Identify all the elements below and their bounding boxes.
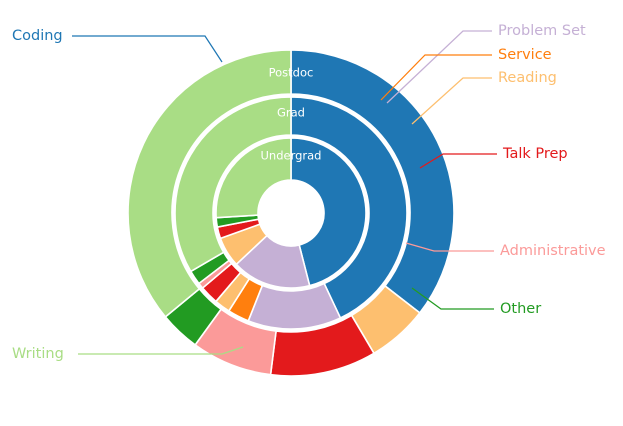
wedge-grad-coding[interactable] <box>290 96 408 319</box>
wedge-group <box>127 49 455 377</box>
leader-line-coding <box>72 35 223 63</box>
category-label-talk-prep[interactable]: Talk Prep <box>502 146 568 162</box>
wedge-postdoc-writing[interactable] <box>127 49 292 318</box>
category-label-other[interactable]: Other <box>500 301 541 317</box>
wedge-undergrad-writing[interactable] <box>215 137 292 219</box>
category-label-administrative[interactable]: Administrative <box>500 243 606 259</box>
wedge-grad-writing[interactable] <box>174 96 292 273</box>
wedge-postdoc-coding[interactable] <box>290 49 455 314</box>
category-label-problem-set[interactable]: Problem Set <box>498 23 586 39</box>
ring-label-undergrad: Undergrad <box>261 149 322 163</box>
category-label-writing[interactable]: Writing <box>12 346 64 362</box>
leader-line-reading <box>411 77 492 125</box>
ring-label-group: Undergrad Grad Postdoc <box>261 66 322 163</box>
leader-line-other <box>411 287 494 310</box>
leader-line-talk-prep <box>419 153 497 169</box>
leader-line-administrative <box>405 242 494 252</box>
wedge-grad-problem-set[interactable] <box>247 282 342 330</box>
leader-line-service <box>380 54 492 101</box>
leader-line-writing <box>78 346 244 355</box>
wedge-undergrad-coding[interactable] <box>290 137 367 287</box>
leader-line-group <box>72 30 497 355</box>
category-label-service[interactable]: Service <box>498 47 552 63</box>
leader-line-problem-set <box>386 30 492 104</box>
ring-label-postdoc: Postdoc <box>269 66 314 80</box>
category-label-coding[interactable]: Coding <box>12 28 63 44</box>
ring-label-grad: Grad <box>277 106 305 120</box>
category-label-reading[interactable]: Reading <box>498 70 557 86</box>
